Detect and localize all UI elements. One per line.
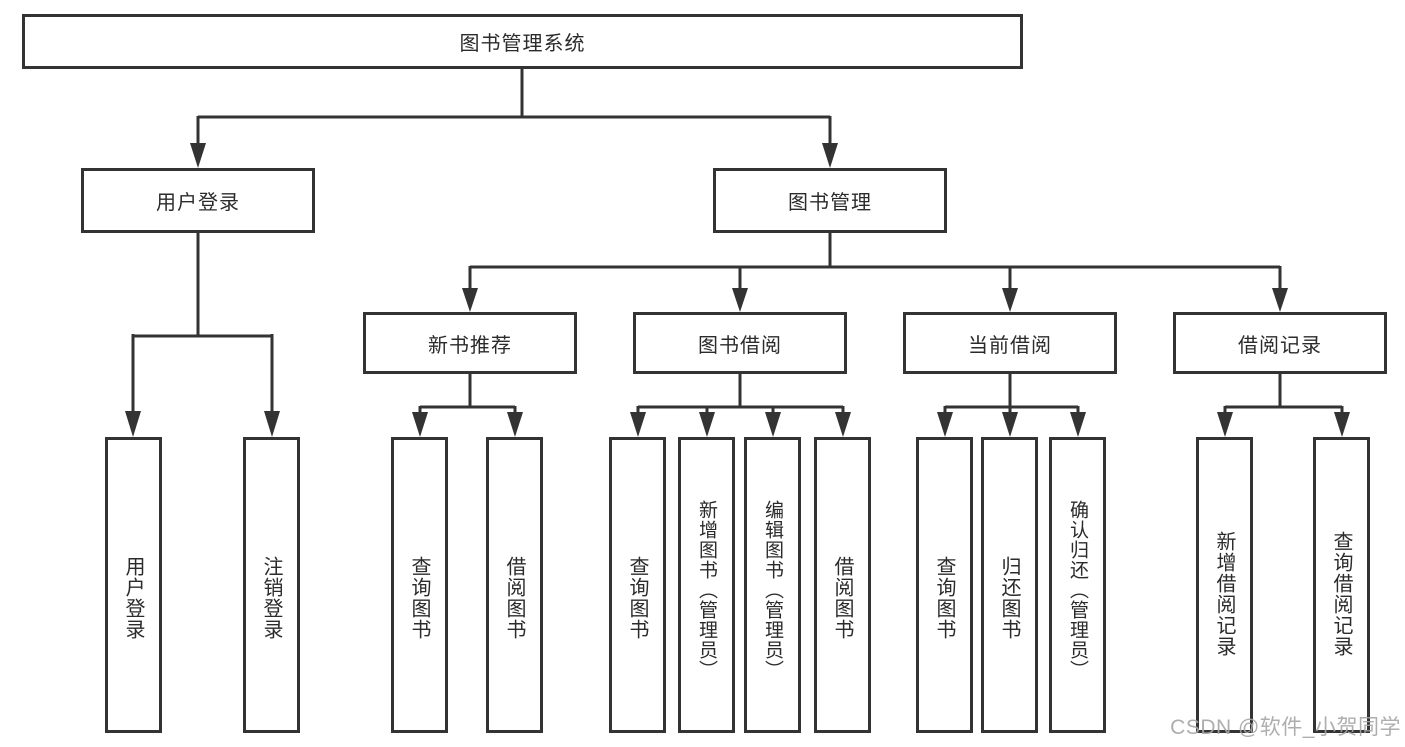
node-label: 编辑图书（管理员） [762,499,783,680]
node-leaf-confirm-return-admin: 确认归还（管理员） [1049,437,1106,733]
node-leaf-query-borrow-record: 查询借阅记录 [1313,437,1370,733]
node-leaf-query-books-1: 查询图书 [391,437,448,733]
node-label: 查询借阅记录 [1330,530,1352,657]
node-leaf-query-books-2: 查询图书 [609,437,666,733]
node-label: 图书借阅 [698,334,782,357]
node-user-login-branch: 用户登录 [81,168,315,233]
node-label: 新书推荐 [428,334,512,357]
node-leaf-borrow-books-2: 借阅图书 [814,437,871,733]
node-label: 确认归还（管理员） [1067,499,1088,680]
csdn-watermark: CSDN @软件_小贺同学 [1170,716,1401,739]
node-label: 注销登录 [260,556,282,640]
node-book-management-branch: 图书管理 [713,168,947,233]
node-leaf-query-books-3: 查询图书 [916,437,973,733]
node-current-borrow: 当前借阅 [903,312,1117,374]
node-label: 归还图书 [998,556,1020,640]
node-leaf-return-books: 归还图书 [981,437,1038,733]
connector-current-borrow-to-leaves [937,374,1086,437]
node-label: 查询图书 [626,556,648,640]
node-book-management-system: 图书管理系统 [22,14,1023,69]
node-label: 新增图书（管理员） [696,499,717,680]
connector-book-management-to-level3 [462,233,1288,312]
node-label: 用户登录 [156,192,240,214]
node-label: 查询图书 [933,556,955,640]
node-label: 图书管理系统 [459,33,586,55]
connector-borrow-records-to-leaves [1217,374,1350,437]
node-label: 新增借阅记录 [1213,530,1235,657]
connector-book-borrow-to-leaves [630,374,851,437]
node-book-borrow: 图书借阅 [633,312,847,374]
node-label: 借阅图书 [503,556,525,640]
node-borrow-records: 借阅记录 [1173,312,1387,374]
node-leaf-edit-books-admin: 编辑图书（管理员） [744,437,801,733]
node-new-book-recommend: 新书推荐 [363,312,577,374]
connector-new-book-recommend-to-leaves [412,374,523,437]
node-leaf-logout: 注销登录 [243,437,300,733]
node-leaf-user-login: 用户登录 [105,437,162,733]
node-leaf-add-books-admin: 新增图书（管理员） [678,437,735,733]
connector-root-to-level2 [190,69,838,168]
node-label: 查询图书 [408,556,430,640]
node-label: 用户登录 [122,556,144,640]
node-label: 图书管理 [788,192,872,214]
node-leaf-add-borrow-record: 新增借阅记录 [1196,437,1253,733]
node-label: 借阅记录 [1238,334,1322,357]
node-leaf-borrow-books-1: 借阅图书 [486,437,543,733]
node-label: 借阅图书 [831,556,853,640]
connector-user-login-to-leaves [125,233,280,437]
node-label: 当前借阅 [968,334,1052,357]
